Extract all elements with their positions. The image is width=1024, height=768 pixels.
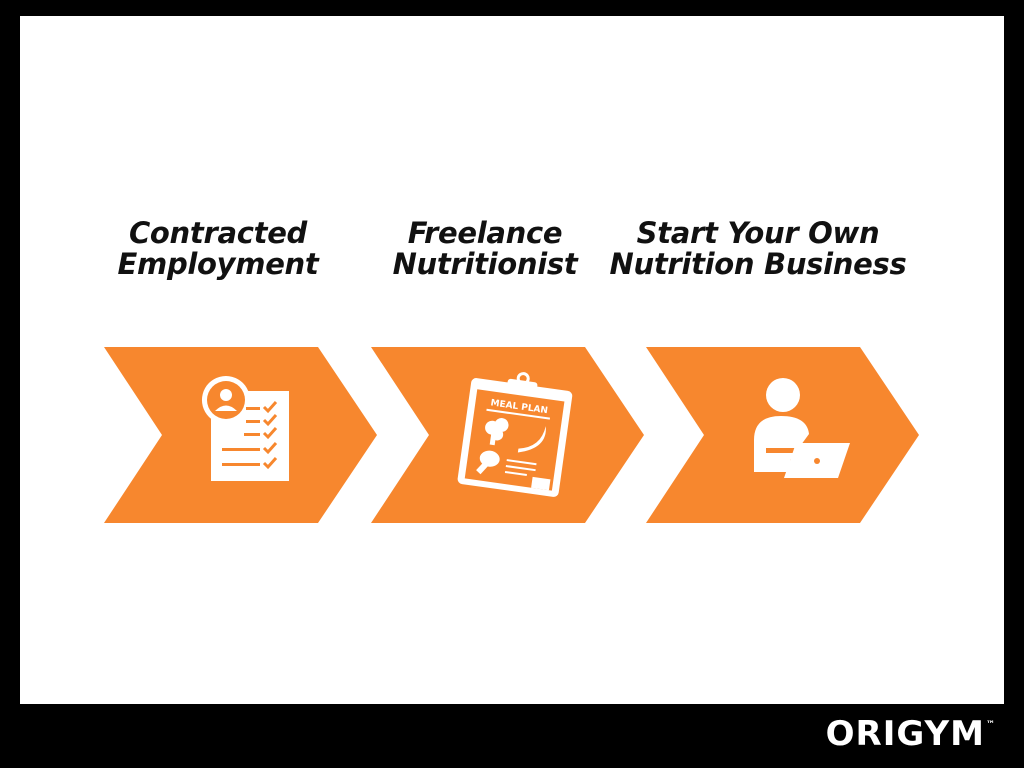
trademark-mark: ™	[986, 720, 996, 730]
step-1-title-line2: Employment	[117, 247, 319, 281]
step-1-title-line1: Contracted	[128, 216, 308, 250]
step-2-title-line2: Nutritionist	[392, 247, 578, 281]
step-3-title: Start Your Own Nutrition Business	[608, 218, 908, 280]
step-3-title-line1: Start Your Own	[636, 216, 880, 250]
meal-plan-clipboard-icon: MEAL PLAN	[457, 372, 573, 497]
step-2-title: Freelance Nutritionist	[335, 218, 635, 280]
person-laptop-icon	[754, 378, 850, 478]
origym-logo: ORIGYM™	[826, 714, 996, 754]
step-2-title-line1: Freelance	[407, 216, 563, 250]
step-1-title: Contracted Employment	[68, 218, 368, 280]
step-3-title-line2: Nutrition Business	[609, 247, 907, 281]
contract-checklist-icon	[201, 376, 289, 481]
origym-logo-text: ORIGYM	[825, 714, 985, 754]
